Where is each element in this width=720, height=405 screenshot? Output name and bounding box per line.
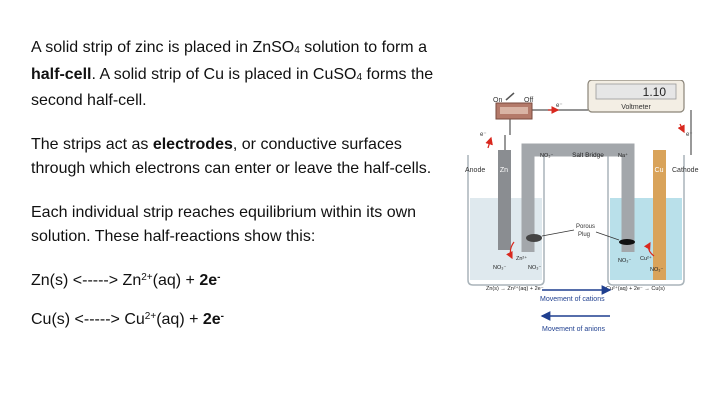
anions-label: Movement of anions <box>542 326 606 333</box>
electron-label-top: e⁻ <box>556 103 563 109</box>
svg-text:NO₃⁻: NO₃⁻ <box>618 258 631 264</box>
copper-electrode <box>653 150 666 280</box>
cations-label: Movement of cations <box>540 296 605 303</box>
zinc-electrode <box>498 150 511 250</box>
svg-text:Cu²⁺: Cu²⁺ <box>640 255 652 262</box>
cathode-label: Cathode <box>672 167 699 174</box>
svg-text:Zn: Zn <box>500 167 508 174</box>
svg-text:NO₃⁻: NO₃⁻ <box>540 153 553 159</box>
equation-zinc: Zn(s) <-----> Zn2+(aq) + 2e- <box>31 271 221 289</box>
term-half-cell: half-cell <box>31 65 92 83</box>
electron-label-left: e⁻ <box>480 132 487 138</box>
galvanic-cell-diagram: On Off e⁻ e⁻ e⁻ 1.10 Voltmeter Salt Brid… <box>458 79 720 340</box>
svg-text:NO₃⁻: NO₃⁻ <box>528 265 541 271</box>
anode-label: Anode <box>465 167 485 174</box>
voltmeter: 1.10 Voltmeter <box>587 79 685 113</box>
electron-label-right: e⁻ <box>686 132 693 138</box>
explanation-text: A solid strip of zinc is placed in ZnSO4… <box>31 36 451 352</box>
anode-reaction: Zn(s) → Zn²⁺(aq) + 2e⁻ <box>486 285 544 292</box>
paragraph-electrodes: The strips act as electrodes, or conduct… <box>31 135 432 178</box>
svg-text:Cu: Cu <box>655 167 664 174</box>
beaker-cathode <box>607 155 685 286</box>
svg-text:Off: Off <box>524 97 533 104</box>
switch: On Off <box>493 92 533 120</box>
paragraph-half-cell: A solid strip of zinc is placed in ZnSO4… <box>31 39 434 109</box>
svg-text:On: On <box>493 97 502 104</box>
salt-bridge <box>521 143 635 252</box>
term-electrodes: electrodes <box>152 135 233 153</box>
voltmeter-label: Voltmeter <box>621 104 651 111</box>
paragraph-equilibrium: Each individual strip reaches equilibriu… <box>31 203 417 246</box>
svg-text:Na⁺: Na⁺ <box>618 152 628 159</box>
salt-bridge-label: Salt Bridge <box>572 152 604 159</box>
porous-label: Porous <box>576 224 595 230</box>
cathode-reaction: Cu²⁺(aq) + 2e⁻ → Cu(s) <box>606 285 665 292</box>
svg-text:Plug: Plug <box>578 232 590 238</box>
svg-text:NO₃⁻: NO₃⁻ <box>493 265 506 271</box>
svg-text:NO₃⁻: NO₃⁻ <box>650 267 663 273</box>
svg-text:Zn²⁺: Zn²⁺ <box>516 255 527 262</box>
equation-copper: Cu(s) <-----> Cu2+(aq) + 2e- <box>31 311 225 328</box>
voltmeter-reading: 1.10 <box>643 85 667 99</box>
